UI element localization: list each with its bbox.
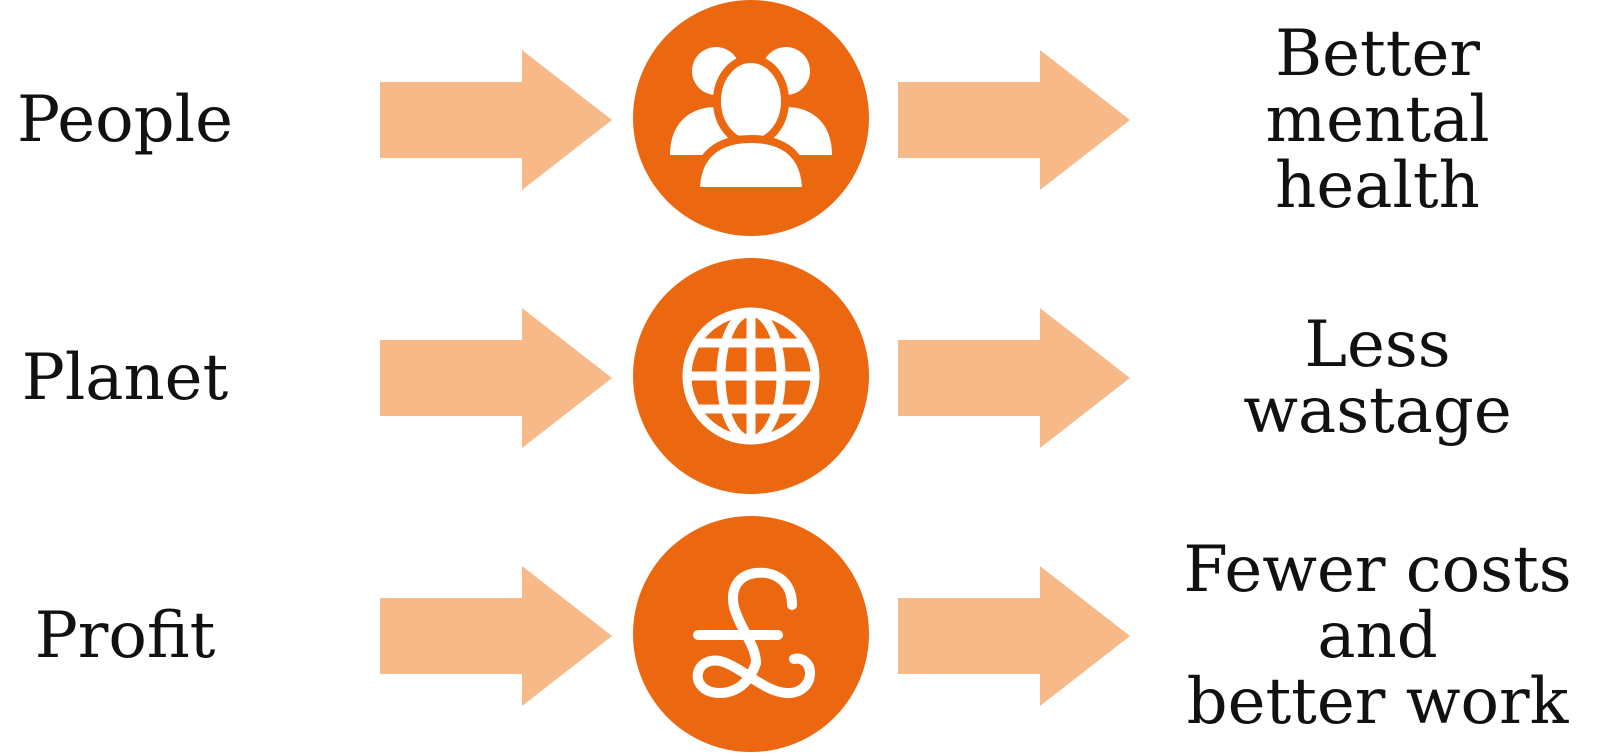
outcome-line: and xyxy=(1317,599,1438,673)
label-people: People xyxy=(17,83,233,157)
row-profit: Profit Fewer costs and better work xyxy=(0,516,1600,756)
arrow-right-icon xyxy=(380,50,612,190)
people-circle xyxy=(633,0,869,236)
arrow-right-icon xyxy=(898,50,1130,190)
outcome-line: better work xyxy=(1186,665,1569,739)
outcome-people: Better mental health xyxy=(1155,0,1600,240)
row-people: People Better mental health xyxy=(0,0,1600,240)
planet-circle xyxy=(633,258,869,494)
outcome-line: wastage xyxy=(1243,374,1512,448)
outcome-line: Less xyxy=(1304,308,1451,382)
label-planet: Planet xyxy=(21,341,229,415)
outcome-line: mental xyxy=(1265,83,1490,157)
pound-icon xyxy=(692,567,815,699)
globe-icon xyxy=(682,307,820,445)
arrow-right-icon xyxy=(380,566,612,706)
outcome-line: health xyxy=(1275,149,1480,223)
outcome-profit: Fewer costs and better work xyxy=(1155,516,1600,756)
outcome-planet: Less wastage xyxy=(1155,258,1600,498)
people-icon xyxy=(670,47,832,193)
arrow-right-icon xyxy=(898,308,1130,448)
outcome-line: Fewer costs xyxy=(1183,533,1572,607)
arrow-right-icon xyxy=(898,566,1130,706)
arrow-right-icon xyxy=(380,308,612,448)
profit-circle xyxy=(633,516,869,752)
label-profit: Profit xyxy=(34,599,216,673)
outcome-line: Better xyxy=(1275,17,1480,91)
row-planet: Planet Less wastage xyxy=(0,258,1600,498)
